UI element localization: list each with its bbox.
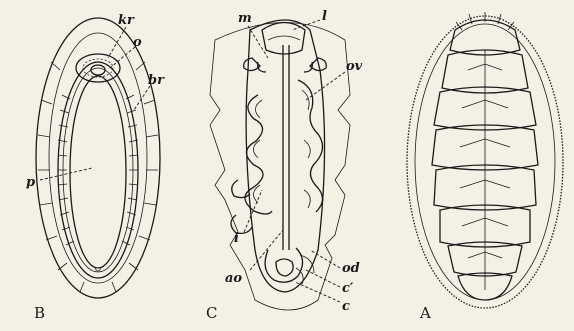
label-o: o xyxy=(133,35,142,50)
label-ov: ov xyxy=(346,59,363,74)
panel-letter-a: A xyxy=(419,304,431,322)
label-p: p xyxy=(26,175,35,190)
panel-b-drawing xyxy=(36,18,160,298)
label-c: c xyxy=(342,299,350,314)
panel-a-drawing xyxy=(407,12,563,308)
panel-letters: B C A xyxy=(34,304,431,322)
label-kr: kr xyxy=(118,13,135,28)
panel-letter-c: C xyxy=(206,304,217,322)
label-ao: ao xyxy=(225,271,242,286)
label-od: od xyxy=(342,261,360,276)
label-l: l xyxy=(322,9,327,24)
panel-letter-b: B xyxy=(34,304,45,322)
label-c-prime: c′ xyxy=(342,281,354,296)
label-br: br xyxy=(148,73,165,88)
label-i: i xyxy=(234,231,239,246)
labels: kr o br p m l ov i ao od c′ c xyxy=(26,9,363,314)
label-m: m xyxy=(238,11,252,26)
panel-c-drawing xyxy=(210,20,350,310)
